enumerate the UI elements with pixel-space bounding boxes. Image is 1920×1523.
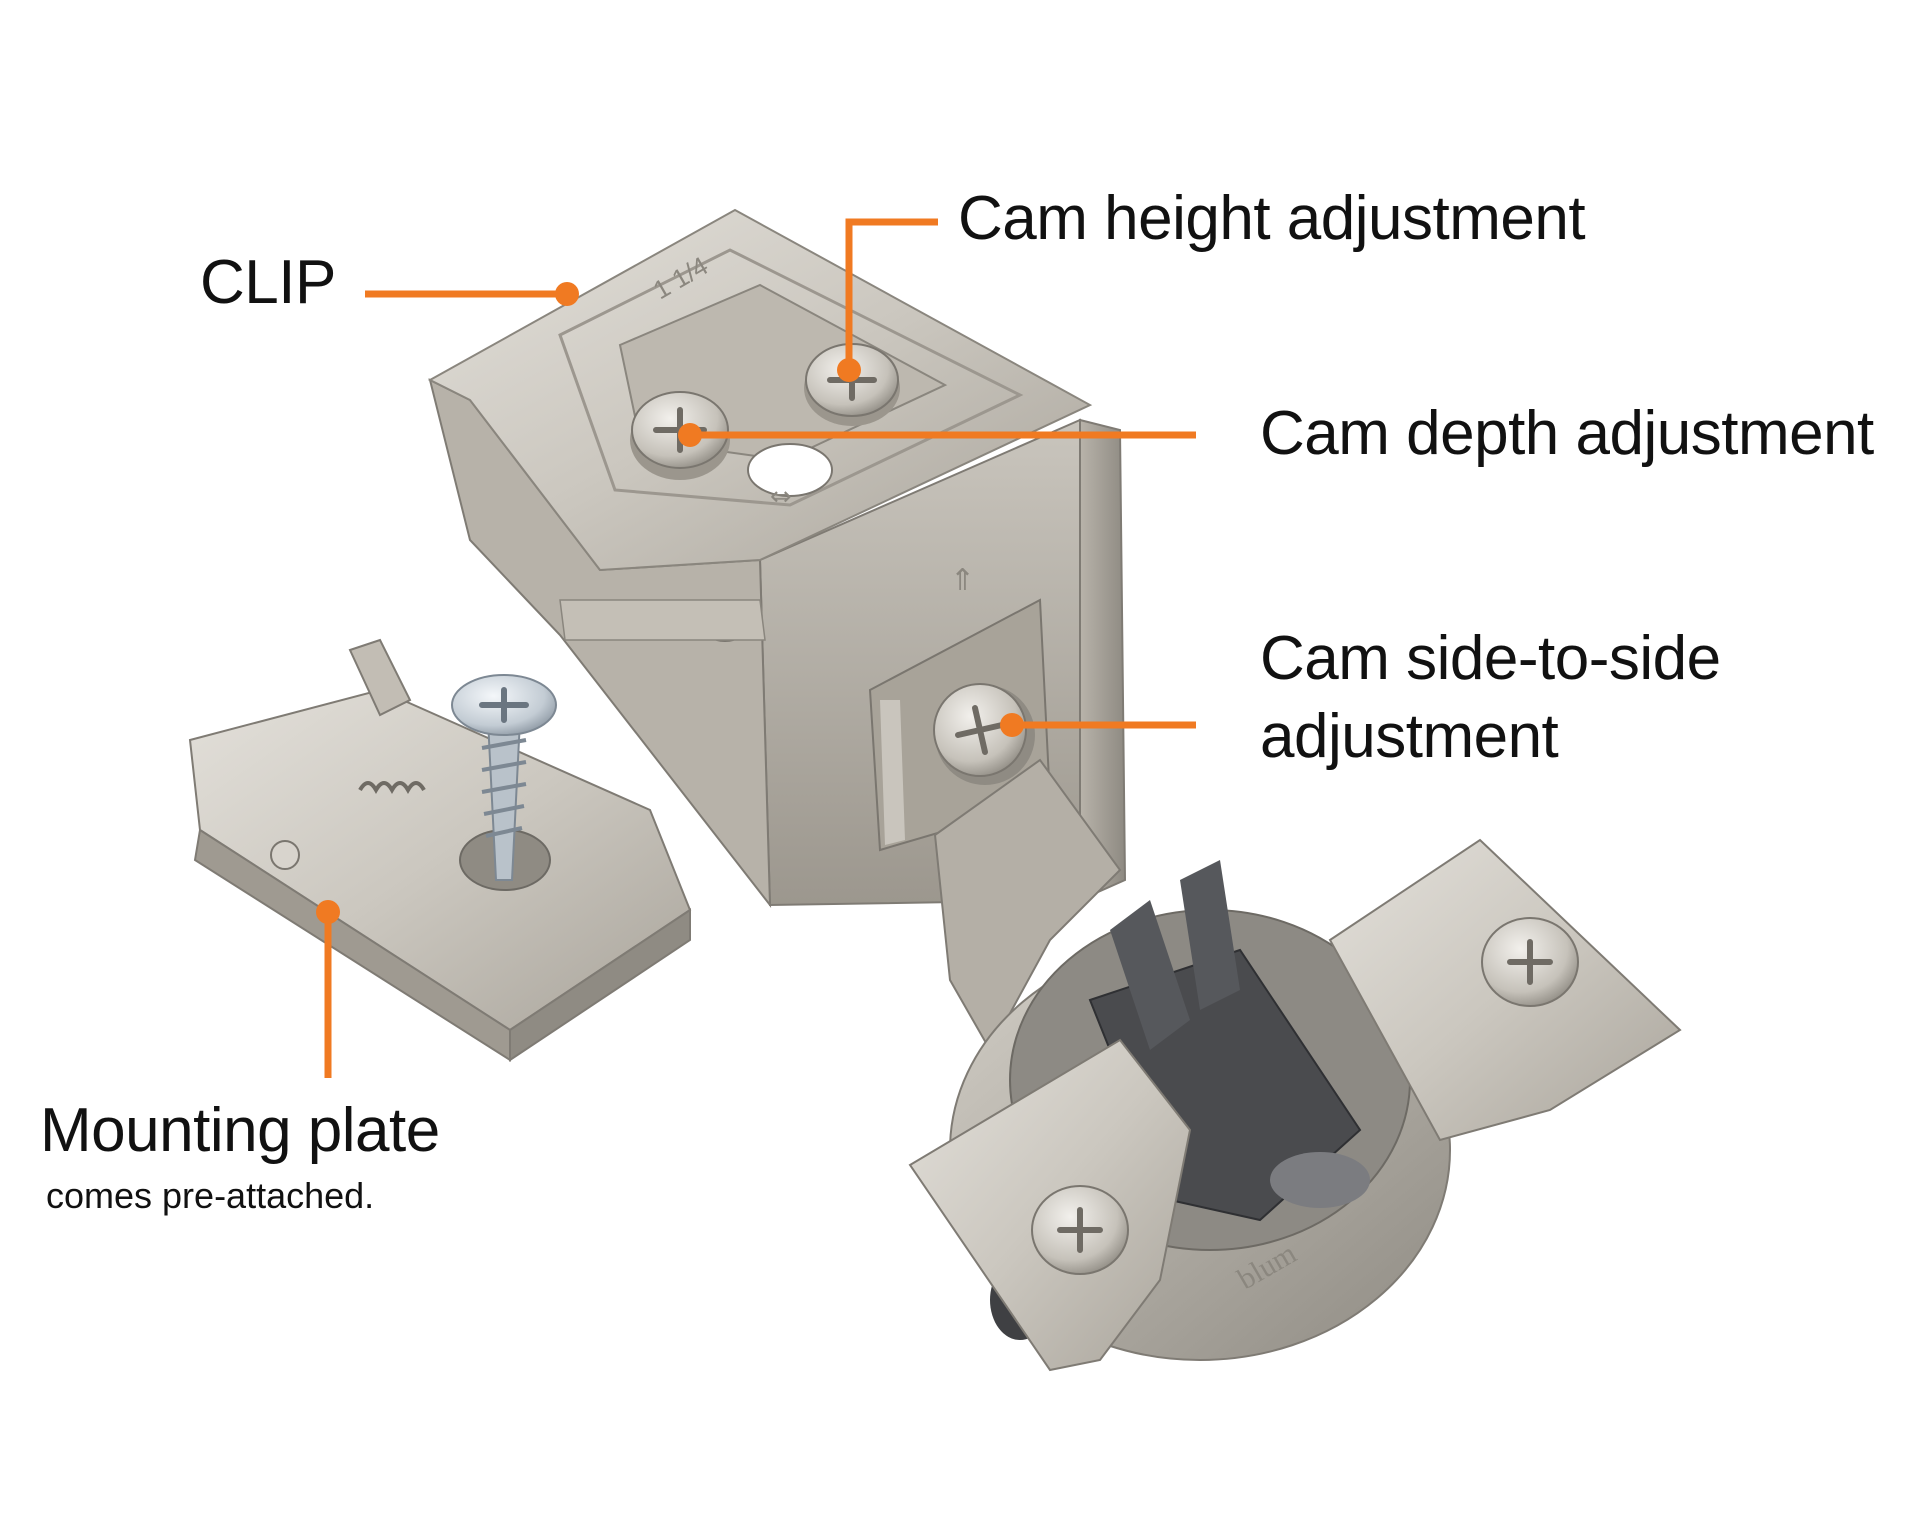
arrow-marking-icon: ⇔ <box>770 482 792 512</box>
up-arrow-marking-icon: ⇑ <box>950 563 975 598</box>
mounting-plate-callout-line <box>316 900 340 1078</box>
hinge-cup: blum <box>908 838 1682 1372</box>
hinge-arm <box>933 758 1122 1053</box>
clip-callout-line <box>365 282 579 306</box>
cam-depth-label: Cam depth adjustment <box>1260 399 1874 468</box>
cam-side-screw <box>933 683 1035 785</box>
cam-height-label: Cam height adjustment <box>958 184 1586 253</box>
clip-label: CLIP <box>200 248 336 317</box>
mounting-plate <box>188 638 692 1062</box>
cam-height-screw <box>804 343 900 426</box>
cam-side-label-line2: adjustment <box>1260 702 1559 771</box>
cam-side-label-line1: Cam side-to-side <box>1260 624 1721 693</box>
wood-screw <box>451 674 557 881</box>
cam-side-label: Cam side-to-side adjustment <box>1260 620 1721 776</box>
cam-depth-callout-line <box>678 423 1196 447</box>
cam-height-callout-line <box>837 218 938 382</box>
cam-side-callout-line <box>1000 713 1196 737</box>
callout-lines <box>316 218 1196 1078</box>
mounting-plate-label: Mounting plate <box>40 1096 440 1165</box>
mounting-plate-note: comes pre-attached. <box>46 1175 375 1216</box>
